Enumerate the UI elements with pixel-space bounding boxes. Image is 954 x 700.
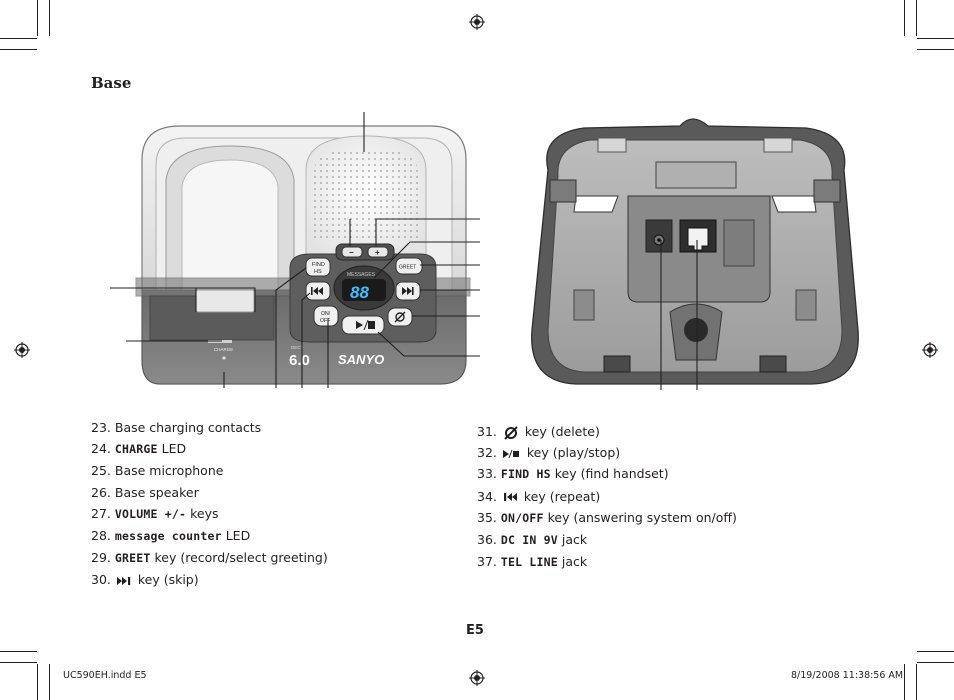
volume-plus-key: +	[375, 248, 380, 257]
crop-mark	[917, 651, 954, 652]
legend-text: key (delete)	[520, 424, 600, 439]
repeat-icon	[503, 493, 517, 502]
footer-filename: UC590EH.indd E5	[63, 670, 147, 681]
crop-mark	[0, 662, 37, 663]
legend-number: 26.	[91, 484, 111, 500]
crop-mark	[49, 664, 50, 700]
legend-item: 23. Base charging contacts	[91, 417, 328, 438]
crop-mark	[0, 651, 37, 652]
legend-number: 25.	[91, 463, 111, 479]
legend-key: message counter	[114, 529, 222, 544]
legend-number: 35.	[477, 509, 497, 525]
legend-item: 32. key (play/stop)	[477, 442, 737, 463]
legend-number: 30.	[91, 572, 111, 588]
legend-item: 26. Base speaker	[91, 482, 328, 503]
legend-number: 31.	[477, 424, 497, 439]
legend-key: FIND HS	[500, 467, 551, 482]
legend-text: key (repeat)	[519, 488, 601, 504]
legend-key: CHARGE	[114, 442, 158, 457]
model-number: 6.0	[289, 352, 310, 369]
legend-number: 37.	[477, 554, 497, 570]
crop-mark	[904, 664, 905, 700]
legend-item: 37. TEL LINE jack	[477, 551, 737, 573]
crop-mark	[916, 0, 917, 36]
skip-icon	[116, 576, 131, 585]
legend-item: 29. GREET key (record/select greeting)	[91, 547, 328, 569]
crop-mark	[49, 0, 50, 36]
crop-mark	[0, 49, 37, 50]
legend-item: 28. message counter LED	[91, 525, 328, 547]
charge-label: CHARGE	[214, 347, 233, 352]
legend-key: VOLUME +/-	[114, 506, 187, 521]
legend-text: LED	[157, 441, 187, 457]
page-number: E5	[466, 623, 484, 638]
messages-label: MESSAGES	[347, 272, 376, 278]
legend-text: keys	[186, 505, 219, 521]
find-hs-key-label-2: HS	[314, 269, 322, 275]
legend-item: 30. key (skip)	[91, 569, 328, 590]
model-small: DECT	[291, 345, 304, 350]
legend-list-right: 31. key (delete) 32. key (play/stop) 33.…	[477, 421, 737, 573]
base-back-illustration	[531, 118, 859, 390]
legend-list-left: 23. Base charging contacts 24. CHARGE LE…	[91, 417, 328, 591]
legend-item: 31. key (delete)	[477, 421, 737, 442]
legend-text: jack	[557, 532, 588, 548]
on-off-key-label-2: OFF	[320, 318, 330, 324]
play-stop-icon	[502, 449, 519, 458]
legend-number: 24.	[91, 441, 111, 457]
legend-key: GREET	[114, 551, 151, 566]
crop-mark	[917, 38, 954, 39]
legend-number: 33.	[477, 466, 497, 482]
registration-mark-icon	[469, 670, 485, 686]
legend-number: 36.	[477, 532, 497, 548]
base-front-illustration: CHARGE − + MESSAGES 88 FIND HS GREET ON/…	[110, 112, 480, 388]
legend-text: key (record/select greeting)	[150, 550, 328, 566]
registration-mark-icon	[469, 14, 485, 30]
legend-item: 24. CHARGE LED	[91, 438, 328, 460]
legend-text: key (answering system on/off)	[543, 509, 737, 525]
crop-mark	[37, 0, 38, 36]
legend-text: key (skip)	[133, 572, 199, 588]
section-title: Base	[91, 74, 132, 92]
legend-key: TEL LINE	[500, 555, 558, 570]
on-off-key-label: ON/	[321, 311, 331, 317]
registration-mark-icon	[922, 342, 938, 358]
crop-mark	[37, 664, 38, 700]
delete-icon	[504, 425, 518, 440]
legend-item: 34. key (repeat)	[477, 486, 737, 507]
legend-number: 23.	[91, 420, 111, 435]
legend-number: 27.	[91, 505, 111, 521]
crop-mark	[917, 662, 954, 663]
legend-text: LED	[221, 528, 251, 544]
legend-text: Base microphone	[114, 463, 224, 479]
legend-text: Base speaker	[114, 484, 199, 500]
legend-item: 27. VOLUME +/- keys	[91, 503, 328, 525]
crop-mark	[917, 49, 954, 50]
brand-logo: SANYO	[338, 352, 384, 367]
legend-text: jack	[557, 554, 588, 570]
legend-number: 32.	[477, 445, 497, 461]
legend-text: key (find handset)	[550, 466, 669, 482]
legend-number: 28.	[91, 528, 111, 544]
volume-minus-key: −	[349, 248, 354, 257]
legend-item: 36. DC IN 9V jack	[477, 529, 737, 551]
find-hs-key-label: FIND	[312, 262, 325, 268]
footer-timestamp: 8/19/2008 11:38:56 AM	[791, 670, 904, 681]
legend-item: 35. ON/OFF key (answering system on/off)	[477, 507, 737, 529]
legend-number: 34.	[477, 488, 497, 504]
crop-mark	[0, 38, 37, 39]
legend-text: key (play/stop)	[522, 445, 621, 461]
legend-key: DC IN 9V	[500, 533, 558, 548]
crop-mark	[916, 664, 917, 700]
greet-key-label: GREET	[399, 265, 416, 271]
crop-mark	[904, 0, 905, 36]
legend-number: 29.	[91, 550, 111, 566]
legend-item: 25. Base microphone	[91, 460, 328, 481]
legend-text: Base charging contacts	[114, 420, 262, 435]
message-counter-display: 88	[350, 283, 369, 302]
legend-key: ON/OFF	[500, 510, 544, 525]
registration-mark-icon	[14, 342, 30, 358]
legend-item: 33. FIND HS key (find handset)	[477, 463, 737, 485]
